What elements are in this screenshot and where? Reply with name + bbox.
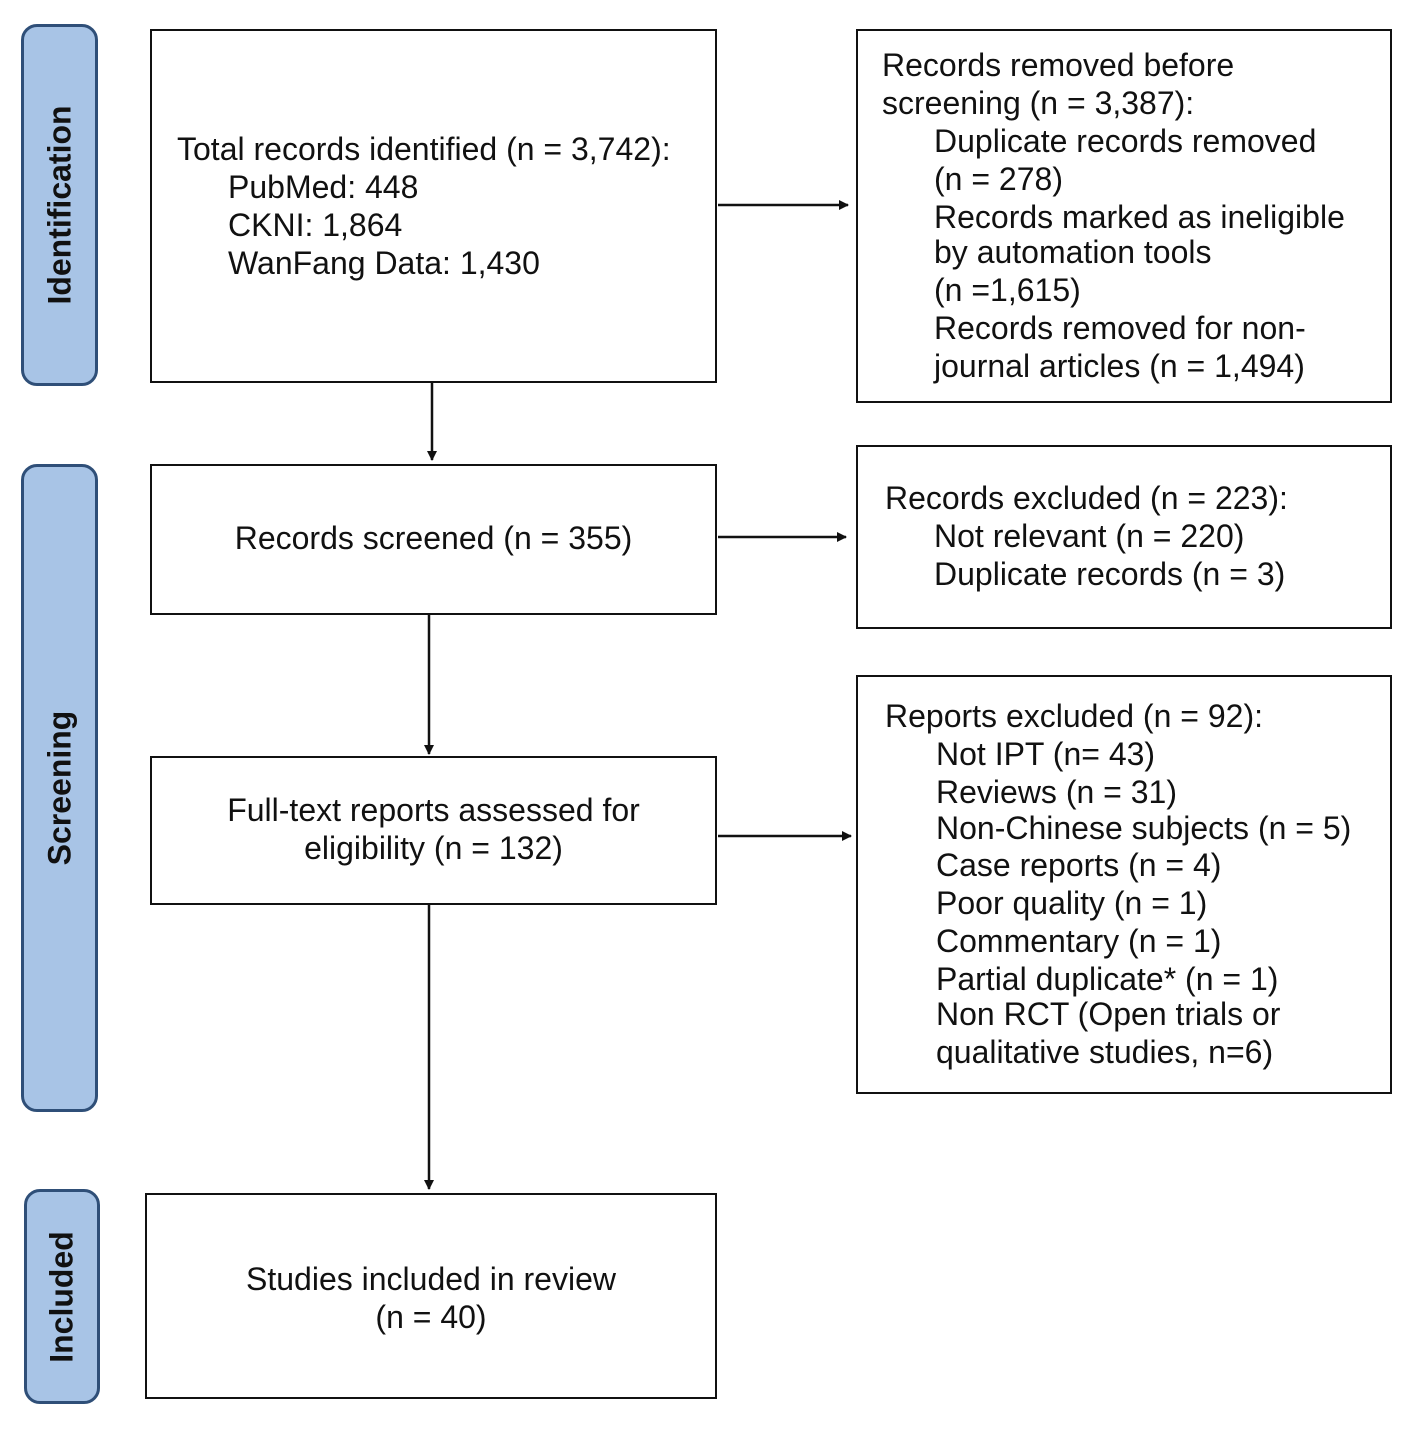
fulltext-line: eligibility (n = 132) xyxy=(304,830,563,866)
fulltext-assessed-box xyxy=(150,756,717,905)
records-removed-box xyxy=(856,29,1392,403)
fulltext-line: Full-text reports assessed for xyxy=(227,792,640,828)
reports-excluded-item: Not IPT (n= 43) xyxy=(936,736,1156,772)
studies-included-line: Studies included in review xyxy=(246,1261,616,1297)
phase-included-label: Included xyxy=(43,1230,80,1363)
total-records-box xyxy=(150,29,717,383)
reports-excluded-item: Partial duplicate* (n = 1) xyxy=(936,961,1279,997)
source-pubmed: PubMed: 448 xyxy=(228,169,419,205)
phase-identification: Identification xyxy=(21,24,98,386)
reports-excluded-item: Reviews (n = 31) xyxy=(936,774,1177,810)
removed-item-line: journal articles (n = 1,494) xyxy=(934,348,1305,384)
studies-included-box xyxy=(145,1193,717,1399)
phase-included: Included xyxy=(24,1189,100,1404)
excluded-item: Duplicate records (n = 3) xyxy=(934,556,1286,592)
reports-excluded-item: Non-Chinese subjects (n = 5) xyxy=(936,810,1352,846)
phase-screening-label: Screening xyxy=(41,710,77,866)
records-removed-title-line2: screening (n = 3,387): xyxy=(882,85,1195,121)
records-excluded-title: Records excluded (n = 223): xyxy=(885,480,1288,516)
phase-identification-label: Identification xyxy=(41,105,77,305)
excluded-item: Not relevant (n = 220) xyxy=(934,518,1245,554)
removed-item-line: Records removed for non- xyxy=(934,310,1306,346)
reports-excluded-box xyxy=(856,675,1392,1094)
records-screened-text: Records screened (n = 355) xyxy=(234,520,633,556)
records-screened-box xyxy=(150,464,717,615)
reports-excluded-item: Non RCT (Open trials or xyxy=(936,996,1281,1032)
source-ckni: CKNI: 1,864 xyxy=(228,207,403,243)
total-records-title: Total records identified (n = 3,742): xyxy=(177,131,671,167)
records-removed-title-line1: Records removed before xyxy=(882,47,1235,83)
reports-excluded-item: Poor quality (n = 1) xyxy=(936,885,1208,921)
source-wanfang: WanFang Data: 1,430 xyxy=(228,245,540,281)
removed-item-line: by automation tools xyxy=(934,234,1212,270)
removed-item-line: (n = 278) xyxy=(934,161,1063,197)
reports-excluded-item: qualitative studies, n=6) xyxy=(936,1034,1274,1070)
removed-item-line: Records marked as ineligible xyxy=(934,199,1345,235)
reports-excluded-title: Reports excluded (n = 92): xyxy=(885,698,1263,734)
removed-item-line: Duplicate records removed xyxy=(934,123,1317,159)
reports-excluded-item: Case reports (n = 4) xyxy=(936,847,1222,883)
phase-screening: Screening xyxy=(21,464,98,1112)
records-excluded-box xyxy=(856,445,1392,629)
removed-item-line: (n =1,615) xyxy=(934,272,1081,308)
reports-excluded-item: Commentary (n = 1) xyxy=(936,923,1222,959)
studies-included-line: (n = 40) xyxy=(375,1299,487,1335)
